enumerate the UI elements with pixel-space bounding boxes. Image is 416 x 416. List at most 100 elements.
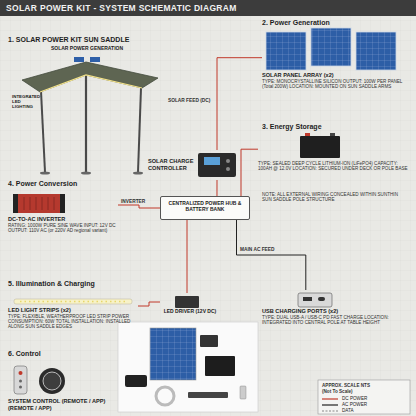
power-hub: CENTRALIZED POWER HUB & BATTERY BANK bbox=[160, 196, 250, 220]
panel bbox=[266, 32, 306, 70]
panel-cells bbox=[311, 28, 351, 66]
dc-wire bbox=[217, 58, 262, 150]
photo-panel-cells bbox=[150, 328, 196, 380]
controller-button bbox=[226, 159, 230, 163]
panel-cells bbox=[356, 32, 396, 70]
usb-port bbox=[303, 297, 312, 301]
section-heading: 4. Power Conversion bbox=[8, 180, 77, 188]
mini-panel bbox=[90, 57, 100, 62]
legend-box bbox=[318, 380, 410, 414]
node-heading: LED DRIVER (12V DC) bbox=[160, 309, 220, 315]
pole bbox=[41, 91, 45, 172]
legend-text: DC POWER bbox=[342, 396, 367, 401]
legend-heading: APPROX. SCALE NTS bbox=[322, 383, 370, 388]
led-strip bbox=[14, 299, 132, 304]
system-control: SYSTEM CONTROL (REMOTE / APP) (REMOTE / … bbox=[8, 360, 108, 412]
photo-inverter bbox=[125, 375, 147, 387]
battery-icon bbox=[300, 133, 340, 158]
node-details: TYPE: FLEXIBLE, WEATHERPROOF LED STRIP P… bbox=[8, 314, 138, 330]
inverter-fins bbox=[24, 197, 54, 210]
app-dial-ring bbox=[43, 372, 61, 390]
legend-text: DATA bbox=[342, 408, 354, 413]
node-heading: USB CHARGING PORTS (x2) bbox=[262, 308, 408, 315]
led-edge bbox=[40, 75, 142, 92]
battery-body bbox=[300, 136, 340, 158]
dc-wire bbox=[118, 205, 160, 208]
sun-saddle-illustration bbox=[22, 57, 158, 175]
photo-battery bbox=[205, 356, 235, 376]
node-heading: SYSTEM CONTROL (REMOTE / APP) (REMOTE / … bbox=[8, 398, 108, 411]
photo-panel bbox=[150, 328, 196, 380]
wire-label: INVERTER bbox=[121, 199, 161, 204]
photo-remote bbox=[240, 386, 246, 399]
led-driver-icon bbox=[175, 296, 199, 308]
diagram-title: SOLAR POWER KIT - SYSTEM SCHEMATIC DIAGR… bbox=[6, 3, 237, 13]
solar-panel-array: SOLAR PANEL ARRAY (x2)TYPE: MONOCRYSTALL… bbox=[262, 28, 408, 118]
node-details: INTEGRATED LED LIGHTING bbox=[12, 94, 42, 110]
wire-label: SOLAR FEED (DC) bbox=[168, 98, 214, 103]
legend-heading: (Not To Scale) bbox=[322, 389, 353, 394]
photo-cable bbox=[188, 392, 228, 398]
pole-base bbox=[40, 172, 50, 175]
pole-base bbox=[133, 172, 143, 175]
panel-cells bbox=[266, 32, 306, 70]
pole-base bbox=[81, 172, 91, 175]
inverter-body bbox=[13, 194, 65, 213]
node-heading: SOLAR POWER GENERATION bbox=[12, 46, 162, 52]
node-details: TYPE: DUAL USB-A / USB-C PD FAST CHARGE … bbox=[262, 315, 408, 326]
dc-wire bbox=[216, 180, 217, 196]
inverter-cap bbox=[60, 194, 65, 213]
node-heading: SOLAR PANEL ARRAY (x2) bbox=[262, 72, 408, 79]
panel bbox=[311, 28, 351, 66]
remote bbox=[14, 366, 27, 394]
controller-body bbox=[198, 153, 236, 177]
dc-wire bbox=[241, 149, 258, 196]
section-heading: 1. SOLAR POWER KIT SUN SADDLE bbox=[8, 36, 129, 44]
remote-button bbox=[19, 380, 22, 383]
control-icons bbox=[14, 366, 65, 394]
terminal bbox=[330, 133, 335, 136]
legend-sample bbox=[322, 404, 338, 405]
solar-panels bbox=[266, 28, 396, 70]
remote-button bbox=[19, 371, 23, 375]
node-heading: TYPE: SEALED DEEP CYCLE LITHIUM-ION (LiF… bbox=[258, 161, 410, 172]
section-heading: 5. Illumination & Charging bbox=[8, 280, 95, 288]
inverter-icon bbox=[13, 194, 65, 213]
inverter-cap bbox=[13, 194, 18, 213]
legend-text: AC POWER bbox=[342, 402, 367, 407]
node-details: RATING: 1000W PURE SINE WAVE INPUT: 12V … bbox=[8, 223, 118, 234]
photo-led-reel bbox=[156, 387, 174, 405]
controller-button bbox=[226, 167, 230, 171]
usb-ports: USB CHARGING PORTS (x2)TYPE: DUAL USB-A … bbox=[262, 290, 408, 348]
wire-label: MAIN AC FEED bbox=[240, 247, 290, 252]
led-strip-icon bbox=[14, 299, 132, 304]
remote-button bbox=[19, 386, 22, 389]
mini-panel bbox=[74, 57, 84, 62]
charge-controller-icon bbox=[198, 153, 236, 177]
node-heading: SOLAR CHARGE CONTROLLER bbox=[148, 158, 194, 171]
legend-sample bbox=[322, 398, 338, 399]
canopy bbox=[22, 62, 158, 92]
controller-screen bbox=[204, 157, 220, 165]
led-strips: LED LIGHT STRIPS (x2)TYPE: FLEXIBLE, WEA… bbox=[8, 293, 138, 345]
legend-sample bbox=[322, 410, 338, 411]
panel bbox=[356, 32, 396, 70]
title-bar bbox=[0, 0, 416, 16]
ac-wire bbox=[237, 220, 306, 290]
pole bbox=[85, 75, 87, 172]
section-heading: 2. Power Generation bbox=[262, 19, 330, 27]
dc-wire bbox=[138, 302, 160, 306]
note-text: NOTE: ALL EXTERNAL WIRING CONCEALED WITH… bbox=[262, 192, 408, 203]
app-dial bbox=[39, 368, 65, 394]
led-driver: LED DRIVER (12V DC) bbox=[160, 293, 220, 323]
product-photo bbox=[118, 322, 258, 412]
node-heading: LED LIGHT STRIPS (x2) bbox=[8, 307, 138, 314]
node-heading: CENTRALIZED POWER HUB & BATTERY BANK bbox=[161, 201, 249, 213]
section-heading: 6. Control bbox=[8, 350, 41, 358]
usb-icon bbox=[298, 293, 332, 307]
usb-port bbox=[318, 297, 325, 301]
charge-controller: SOLAR CHARGE CONTROLLER bbox=[148, 150, 240, 180]
photo-frame bbox=[118, 322, 258, 412]
